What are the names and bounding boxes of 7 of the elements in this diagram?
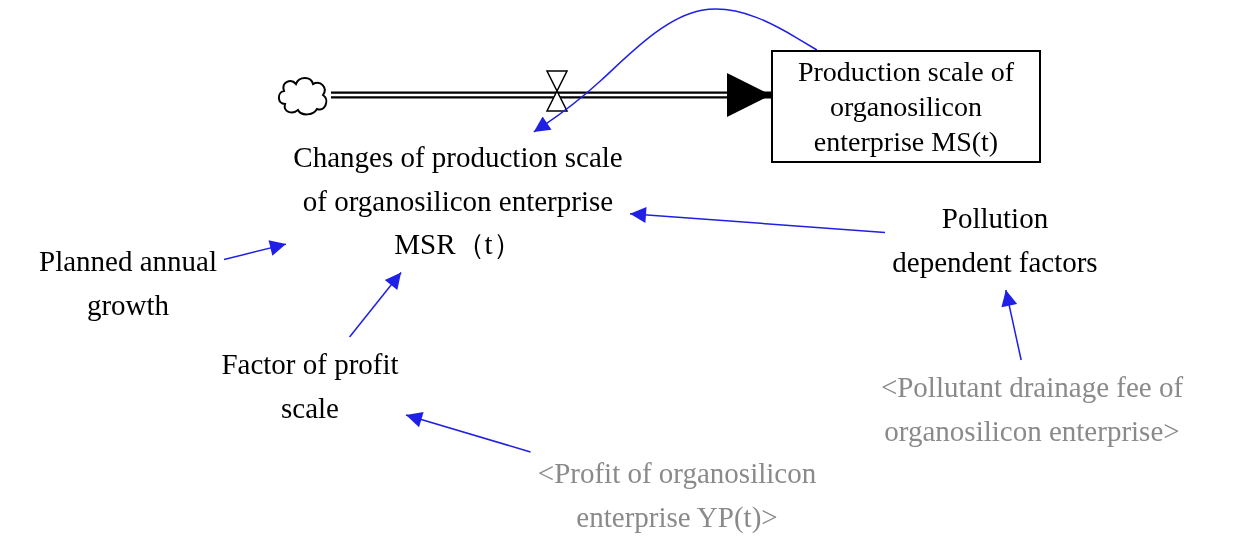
- variable-label: Changes of production scale of organosilicon enterprise MSR（t）: [292, 136, 624, 267]
- variable-label: Factor of profit scale: [220, 343, 400, 430]
- shadow-variable-label: <Profit of organosilicon enterprise YP(t)>: [536, 452, 818, 539]
- stock-box: Production scale of organosilicon enterprise MS(t): [771, 50, 1041, 163]
- variable-label: Planned annual growth: [38, 240, 218, 327]
- variable-label: Pollution dependent factors: [891, 197, 1099, 284]
- shadow-variable-label: <Pollutant drainage fee of organosilicon enterprise>: [879, 366, 1185, 453]
